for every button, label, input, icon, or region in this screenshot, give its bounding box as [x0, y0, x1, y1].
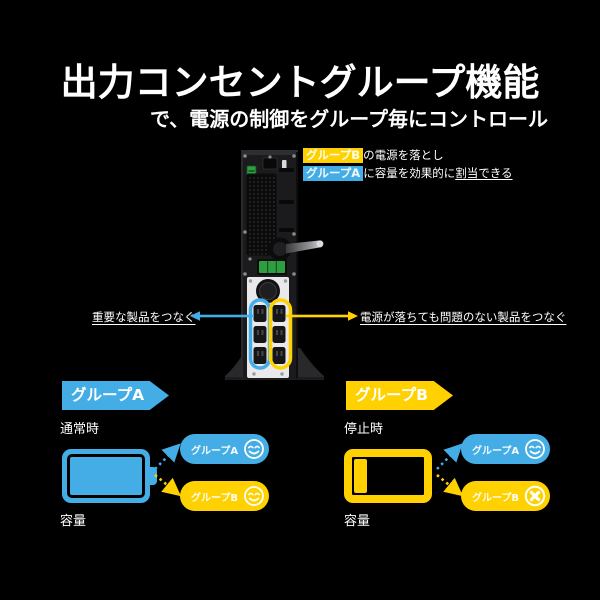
power-cable: [268, 237, 324, 261]
outlet-label-right: 電源が落ちても問題のない製品をつなぐ: [360, 310, 567, 324]
page-title: 出力コンセントグループ機能: [60, 61, 540, 104]
group-b-ring: [268, 298, 293, 370]
vent-grille: [246, 173, 277, 256]
battery-charge-bar: [354, 459, 367, 493]
battery-full: [62, 449, 157, 503]
ups-device-illustration: [225, 150, 324, 380]
group-a-capacity-label: 容量: [60, 514, 87, 529]
group-a-condition: 通常時: [60, 422, 100, 437]
page-subtitle: で、電源の制御をグループ毎にコントロール: [150, 107, 548, 131]
group-b-dotted-arrows: [436, 443, 464, 497]
smiley-icon: [525, 439, 545, 459]
terminal-block: [257, 259, 287, 275]
group-b-banner: グループB: [346, 381, 453, 410]
network-port: [262, 157, 278, 170]
yellow-arrow: [286, 311, 358, 321]
outlet-group-a: [253, 305, 267, 364]
result-pill-group-a: グループA: [461, 434, 550, 464]
result-pill-group-b: グループB: [180, 481, 269, 511]
outlet-label-left: 重要な製品をつなぐ: [92, 310, 196, 324]
battery-terminal: [150, 467, 157, 485]
smiley-icon: [244, 439, 264, 459]
cross-icon: [524, 485, 546, 507]
group-a-dotted-arrows: [154, 443, 182, 497]
usb-port: [282, 160, 287, 170]
battery-terminal: [424, 467, 431, 485]
result-pill-group-b: グループB: [461, 481, 550, 511]
group-a-banner: グループA: [62, 381, 169, 410]
result-pill-group-a: グループA: [180, 434, 269, 464]
screws: [243, 154, 296, 276]
smiley-icon: [244, 486, 264, 506]
group-b-capacity-label: 容量: [344, 514, 371, 529]
group-b-chip: グループB: [303, 148, 364, 163]
group-a-chip: グループA: [303, 166, 364, 181]
expansion-slots: [279, 168, 294, 232]
group-b-condition: 停止時: [344, 422, 384, 437]
outlet-group-b: [272, 305, 286, 364]
battery-low: [344, 449, 432, 503]
blue-arrow: [190, 311, 254, 321]
